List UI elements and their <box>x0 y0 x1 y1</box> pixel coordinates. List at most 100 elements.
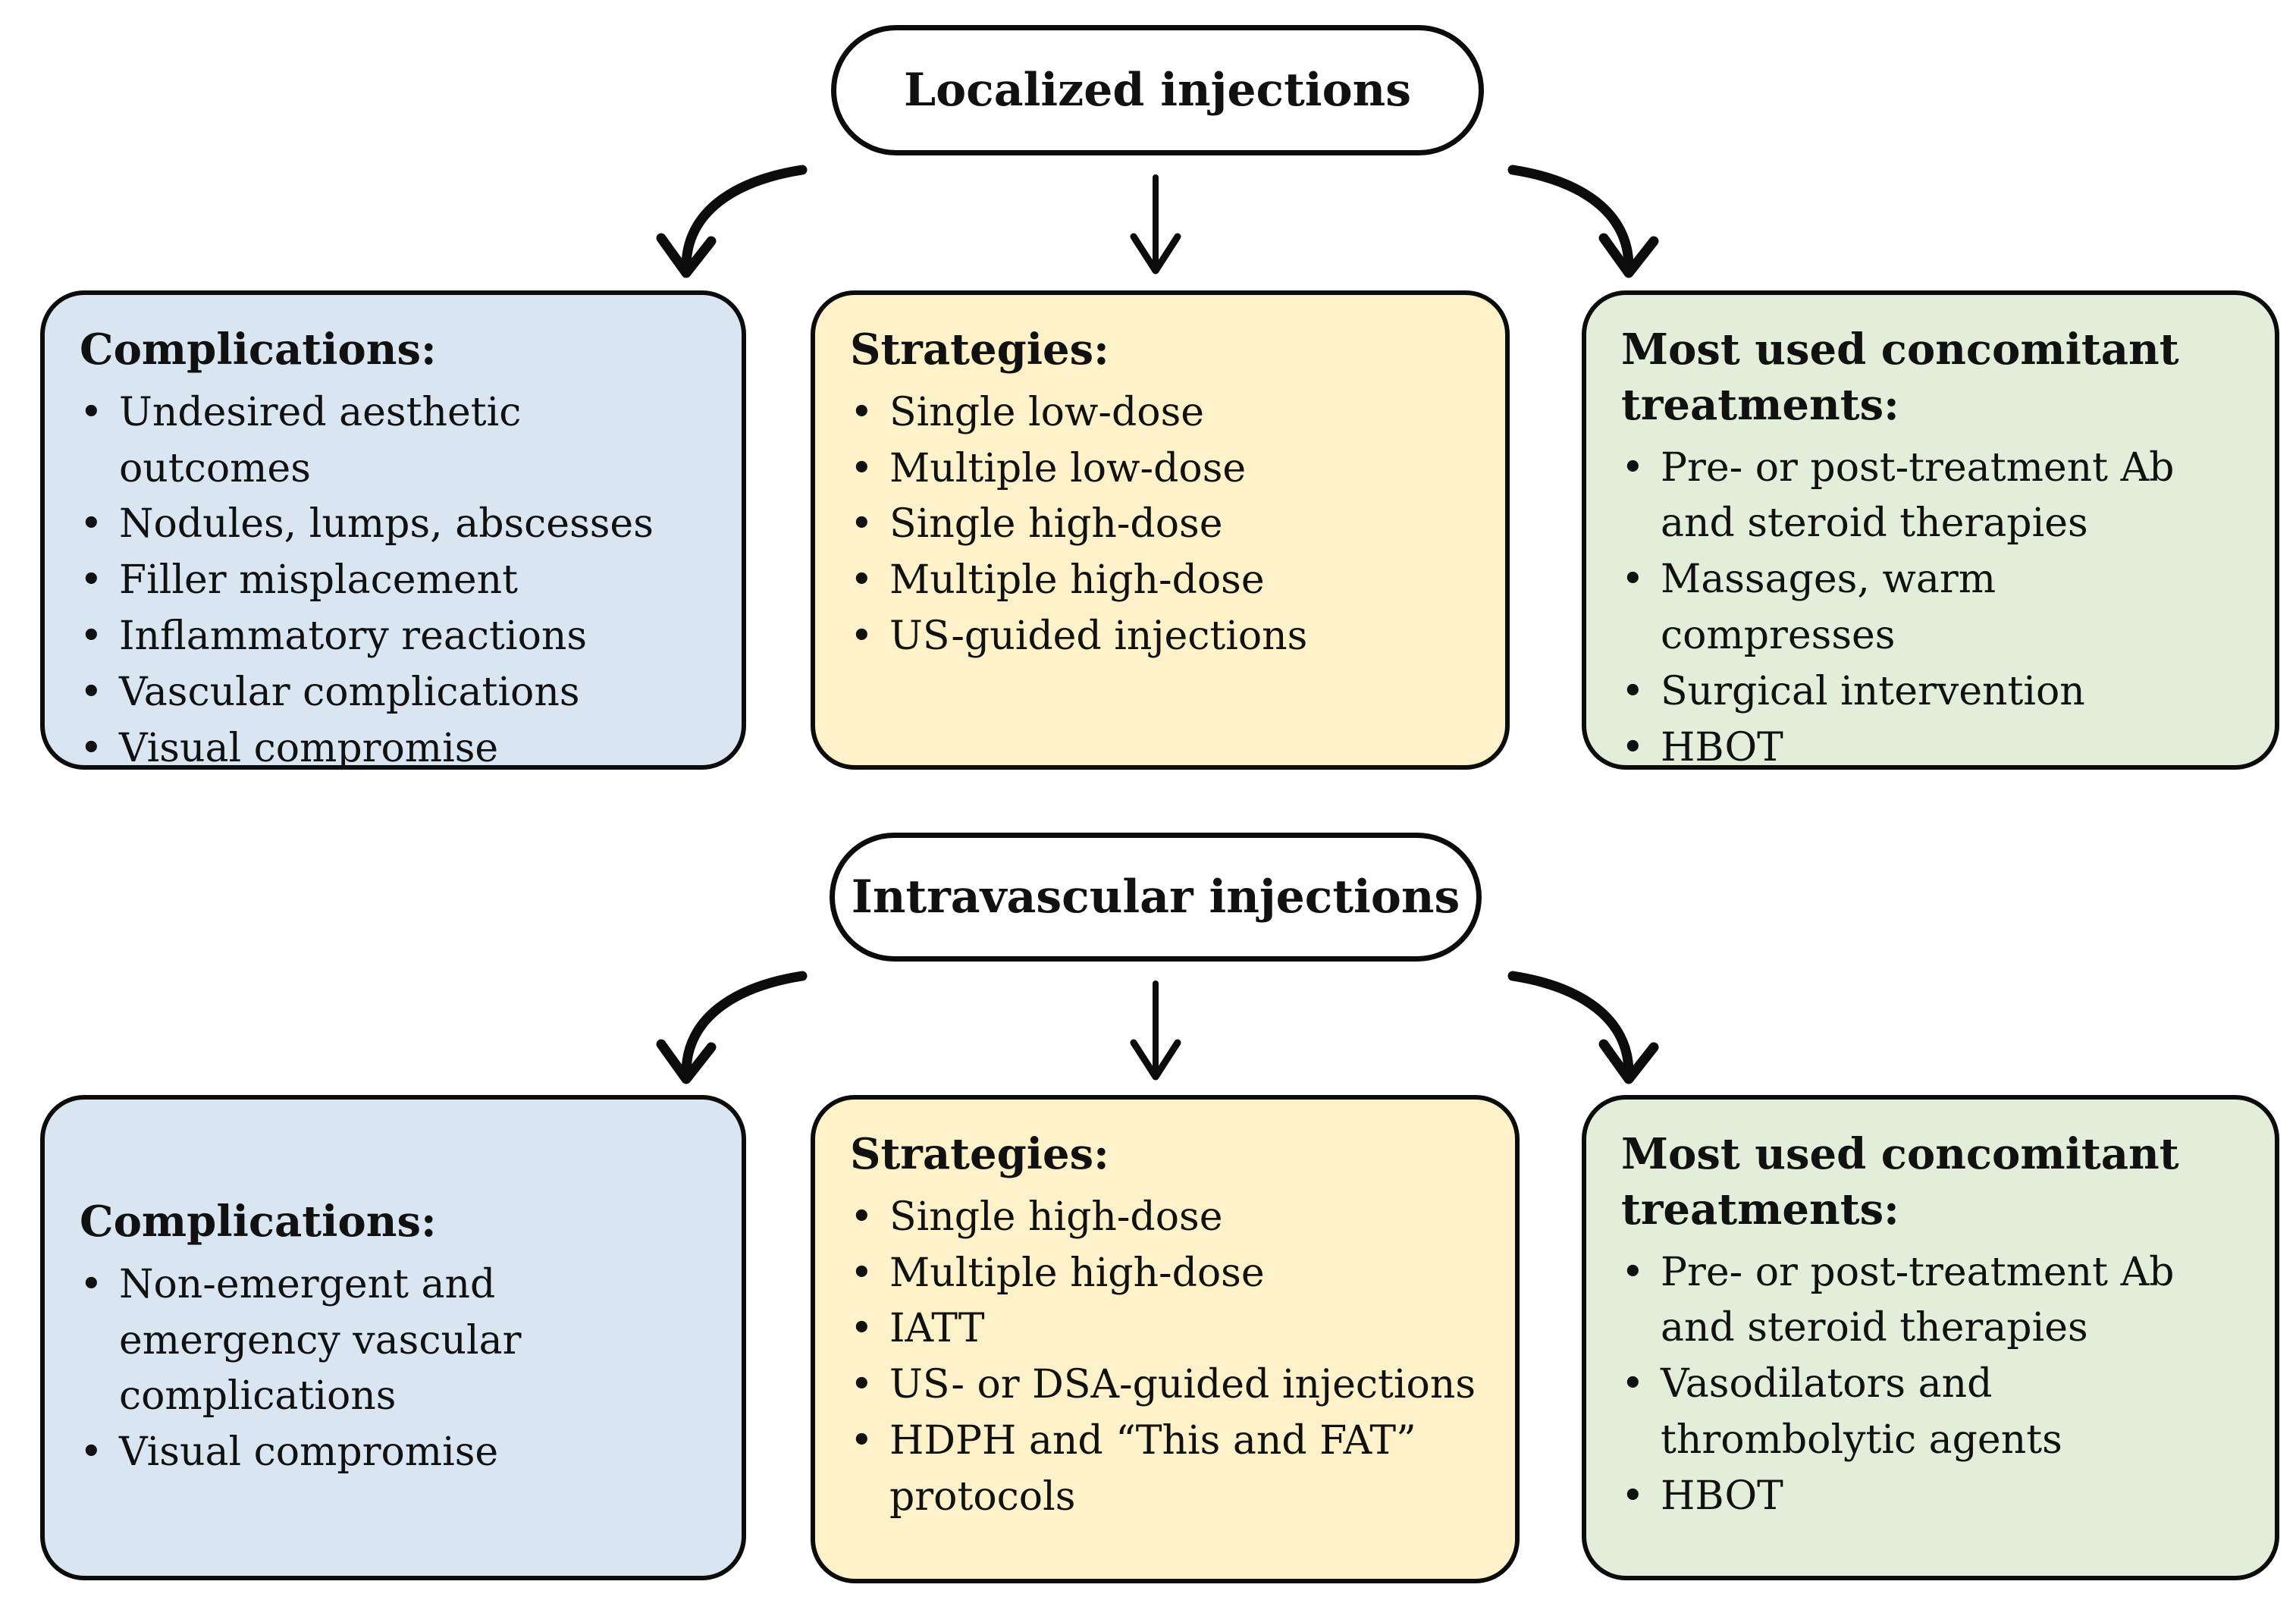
box-heading: Complications: <box>80 325 437 375</box>
intravascular-injections-title: Intravascular injections <box>830 833 1482 962</box>
list-item-text: Undesired aesthetic outcomes <box>119 389 522 491</box>
intravascular-strategies-box: Strategies: • Single high-dose • Multiple h… <box>811 1095 1520 1583</box>
list-item: • Undesired aesthetic outcomes <box>80 385 707 497</box>
list-item-text: US-guided injections <box>889 613 1308 660</box>
list-item: • HBOT <box>1621 720 2240 777</box>
bullet-icon: • <box>1621 724 1645 770</box>
bullet-icon: • <box>850 1362 874 1408</box>
list-item: • Surgical intervention <box>1621 664 2240 720</box>
list-item-text: Visual compromise <box>119 725 499 771</box>
bullet-icon: • <box>1621 444 1645 491</box>
list-item-text: HDPH and “This and FAT” protocols <box>889 1418 1416 1520</box>
intravascular-complications-box: Complications: • Non-emergent and emergen… <box>40 1095 746 1580</box>
list-item: • Filler misplacement <box>80 553 707 609</box>
localized-complications-box: Complications: • Undesired aesthetic outc… <box>40 290 746 771</box>
list-item: • Vasodilators and thrombolytic agents <box>1621 1357 2240 1469</box>
list-item: • Single high-dose <box>850 1190 1480 1246</box>
bullet-icon: • <box>850 501 874 547</box>
box-heading: Most used concomitant treatments: <box>1621 1129 2179 1235</box>
box-heading: Most used concomitant treatments: <box>1621 325 2179 430</box>
list-item-text: Single high-dose <box>889 1194 1223 1240</box>
bullet-icon: • <box>80 557 103 604</box>
bullet-icon: • <box>80 725 103 771</box>
list-item-text: Multiple high-dose <box>889 557 1265 604</box>
bullet-icon: • <box>850 389 874 435</box>
bullet-icon: • <box>1621 1473 1645 1519</box>
arrow-intravascular-to-treatments <box>1507 971 1659 1084</box>
bullet-icon: • <box>850 1306 874 1352</box>
list-item: • HBOT <box>1621 1469 2240 1525</box>
bullet-icon: • <box>850 1194 874 1240</box>
list-item-text: Single high-dose <box>889 501 1223 547</box>
strategies-list: • Single low-dose • Multiple low-dose • Singl… <box>850 385 1470 665</box>
localized-strategies-box: Strategies: • Single low-dose • Multiple lo… <box>811 290 1510 770</box>
bullet-icon: • <box>80 1429 103 1476</box>
localized-treatments-box: Most used concomitant treatments: • Pre- … <box>1582 290 2279 770</box>
list-item: • Vascular complications <box>80 665 707 721</box>
box-heading: Strategies: <box>850 1129 1109 1179</box>
list-item-text: Non-emergent and emergency vascular comp… <box>119 1261 522 1420</box>
arrow-intravascular-to-strategies <box>1130 980 1181 1081</box>
list-item-text: Pre- or post-treatment Ab and steroid th… <box>1661 444 2175 547</box>
arrow-localized-to-complications <box>656 165 808 278</box>
list-item-text: HBOT <box>1661 1473 1783 1519</box>
list-item-text: Visual compromise <box>119 1429 499 1476</box>
list-item-text: US- or DSA-guided injections <box>889 1362 1476 1408</box>
bullet-icon: • <box>850 557 874 604</box>
list-item-text: Vasodilators and thrombolytic agents <box>1661 1361 2062 1464</box>
list-item-text: Vascular complications <box>119 669 580 715</box>
box-heading: Complications: <box>80 1196 437 1247</box>
list-item: • Nodules, lumps, abscesses <box>80 497 707 553</box>
bullet-icon: • <box>850 1250 874 1296</box>
list-item-text: Pre- or post-treatment Ab and steroid th… <box>1661 1249 2175 1351</box>
list-item-text: Single low-dose <box>889 389 1205 435</box>
list-item-text: Filler misplacement <box>119 557 519 604</box>
list-item: • Visual compromise <box>80 1425 707 1481</box>
list-item-text: Multiple high-dose <box>889 1250 1265 1296</box>
bullet-icon: • <box>850 445 874 491</box>
list-item: • Pre- or post-treatment Ab and steroid t… <box>1621 441 2240 553</box>
treatments-list: • Pre- or post-treatment Ab and steroid t… <box>1621 441 2240 777</box>
bullet-icon: • <box>1621 668 1645 714</box>
title-text: Intravascular injections <box>851 871 1460 924</box>
list-item-text: HBOT <box>1661 724 1783 770</box>
treatments-list: • Pre- or post-treatment Ab and steroid t… <box>1621 1245 2240 1525</box>
bullet-icon: • <box>80 613 103 660</box>
list-item: • Multiple high-dose <box>850 1246 1480 1302</box>
list-item: • HDPH and “This and FAT” protocols <box>850 1413 1480 1526</box>
list-item-text: Massages, warm compresses <box>1661 557 1996 659</box>
bullet-icon: • <box>850 613 874 660</box>
list-item: • Pre- or post-treatment Ab and steroid t… <box>1621 1245 2240 1357</box>
bullet-icon: • <box>1621 557 1645 603</box>
list-item-text: Nodules, lumps, abscesses <box>119 501 654 547</box>
list-item: • Single high-dose <box>850 497 1470 553</box>
intravascular-treatments-box: Most used concomitant treatments: • Pre- … <box>1582 1095 2279 1580</box>
bullet-icon: • <box>1621 1361 1645 1407</box>
list-item: • Visual compromise <box>80 721 707 777</box>
list-item-text: Multiple low-dose <box>889 445 1247 491</box>
list-item: • Single low-dose <box>850 385 1470 441</box>
box-heading: Strategies: <box>850 325 1109 375</box>
list-item: • Multiple high-dose <box>850 553 1470 609</box>
localized-injections-title: Localized injections <box>831 25 1484 155</box>
bullet-icon: • <box>1621 1249 1645 1295</box>
bullet-icon: • <box>80 389 103 435</box>
list-item: • US- or DSA-guided injections <box>850 1357 1480 1413</box>
list-item: • IATT <box>850 1301 1480 1357</box>
list-item-text: IATT <box>889 1306 985 1352</box>
strategies-list: • Single high-dose • Multiple high-dose • IAT… <box>850 1190 1480 1526</box>
list-item: • Non-emergent and emergency vascular com… <box>80 1257 707 1425</box>
list-item: • Multiple low-dose <box>850 441 1470 497</box>
list-item: • Massages, warm compresses <box>1621 552 2240 664</box>
complications-list: • Non-emergent and emergency vascular com… <box>80 1257 707 1481</box>
arrow-localized-to-strategies <box>1130 174 1181 275</box>
bullet-icon: • <box>80 1261 103 1307</box>
bullet-icon: • <box>80 501 103 547</box>
arrow-intravascular-to-complications <box>656 971 808 1084</box>
bullet-icon: • <box>80 669 103 715</box>
list-item: •Inflammatory reactions <box>80 609 707 665</box>
bullet-icon: • <box>850 1418 874 1464</box>
list-item-text: Surgical intervention <box>1661 668 2085 714</box>
title-text: Localized injections <box>903 64 1412 117</box>
